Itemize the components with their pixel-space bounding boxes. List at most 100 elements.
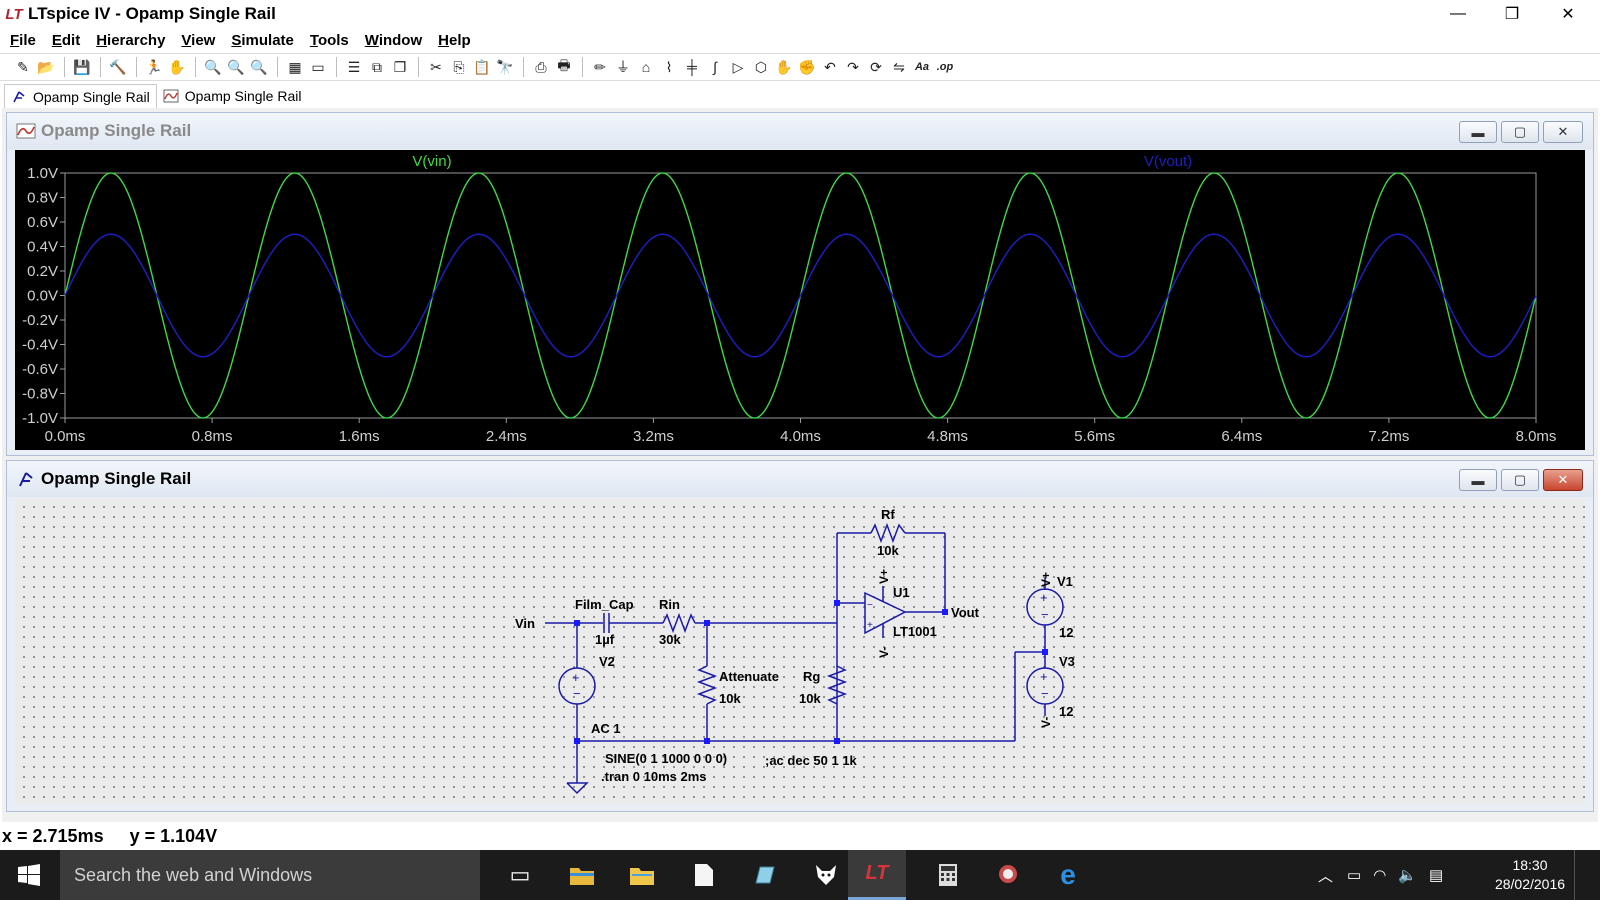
paint-icon[interactable] xyxy=(736,850,792,900)
circuit-diagram[interactable]: + − + − + − − + Vin Vout Film_Cap 1 xyxy=(15,498,1585,804)
opamp-u1[interactable] xyxy=(864,591,907,635)
series-line-vout[interactable] xyxy=(64,233,1537,358)
halt-icon[interactable]: ✋ xyxy=(168,58,186,75)
snipping-tool-icon[interactable] xyxy=(980,850,1036,900)
menu-help[interactable]: Help xyxy=(438,31,471,49)
waveform-minimize-button[interactable]: ▬ xyxy=(1459,121,1497,143)
run-icon[interactable]: 🏃 xyxy=(145,58,163,75)
autorange-icon[interactable]: ▦ xyxy=(288,58,302,75)
diode-icon[interactable]: ▷ xyxy=(732,58,744,75)
rf-resistor[interactable] xyxy=(870,522,906,544)
x-tick-label: 8.0ms xyxy=(1516,428,1557,445)
ground-icon[interactable]: ⏚ xyxy=(616,59,630,75)
waveform-chart[interactable]: 1.0V0.8V0.6V0.4V0.2V0.0V-0.2V-0.4V-0.6V-… xyxy=(15,150,1585,450)
rotate-icon[interactable]: ⟳ xyxy=(870,58,882,75)
new-schematic-icon[interactable]: ✎ xyxy=(17,58,29,75)
battery-icon[interactable]: ▭ xyxy=(1347,867,1362,884)
waveform-window-titlebar[interactable]: Opamp Single Rail xyxy=(7,113,1593,149)
schematic-canvas[interactable]: + − + − + − − + Vin Vout Film_Cap 1 xyxy=(15,498,1585,804)
waveform-maximize-button[interactable]: ▢ xyxy=(1501,121,1539,143)
attenuate-name: Attenuate xyxy=(719,669,779,684)
attenuate-resistor[interactable] xyxy=(696,665,718,705)
menu-simulate[interactable]: Simulate xyxy=(231,31,294,49)
wifi-icon[interactable]: ◠ xyxy=(1373,867,1387,884)
menu-file[interactable]: File xyxy=(10,31,36,49)
waveform-icon xyxy=(15,120,37,142)
tran-directive[interactable]: .tran 0 10ms 2ms xyxy=(601,769,707,784)
close-button[interactable]: ✕ xyxy=(1561,6,1575,23)
schematic-minimize-button[interactable]: ▬ xyxy=(1459,469,1497,491)
show-hidden-icons-icon[interactable]: ︿ xyxy=(1318,867,1334,885)
menu-hierarchy[interactable]: Hierarchy xyxy=(96,31,166,49)
tile-horizontal-icon[interactable]: ☰ xyxy=(347,58,361,75)
rg-resistor[interactable] xyxy=(826,665,848,705)
zoom-out-icon[interactable]: 🔍 xyxy=(250,58,268,75)
undo-icon[interactable]: ↶ xyxy=(824,58,836,75)
menu-window[interactable]: Window xyxy=(364,31,423,49)
edge-icon[interactable]: e xyxy=(1060,859,1076,890)
v3-minus-sign: − xyxy=(1041,686,1049,701)
component-icon[interactable]: ⬡ xyxy=(754,58,768,75)
menu-edit[interactable]: Edit xyxy=(51,31,81,49)
tile-vertical-icon[interactable]: ⧉ xyxy=(372,58,382,75)
resistor-icon[interactable]: ⌇ xyxy=(665,58,673,75)
menu-tools[interactable]: Tools xyxy=(309,31,349,49)
search-box[interactable]: Search the web and Windows xyxy=(60,850,480,900)
fox-app-icon[interactable] xyxy=(798,850,854,900)
move-icon[interactable]: ✋ xyxy=(775,58,793,75)
mirror-icon[interactable]: ⇋ xyxy=(893,58,905,75)
menu-view[interactable]: View xyxy=(181,31,216,49)
control-panel-icon[interactable]: 🔨 xyxy=(109,58,127,75)
v3-value: 12 xyxy=(1059,704,1073,719)
task-view-icon[interactable]: ▭ xyxy=(509,862,531,887)
print-icon[interactable]: 🖶 xyxy=(557,57,571,73)
ac-directive[interactable]: ;ac dec 50 1 1k xyxy=(765,753,858,768)
pan-icon[interactable]: 🔍 xyxy=(227,58,245,75)
copy-icon[interactable]: ⎘ xyxy=(453,58,465,75)
action-center-icon[interactable]: ▤ xyxy=(1428,867,1444,884)
v2-sine-label: SINE(0 1 1000 0 0 0) xyxy=(605,751,727,766)
redo-icon[interactable]: ↷ xyxy=(847,58,859,75)
document-icon[interactable] xyxy=(676,850,732,900)
drag-icon[interactable]: ✊ xyxy=(798,58,816,75)
label-net-icon[interactable]: ⌂ xyxy=(641,59,651,75)
capacitor-icon[interactable]: ╪ xyxy=(687,59,697,75)
cascade-icon[interactable]: ❐ xyxy=(393,58,407,75)
rin-resistor[interactable] xyxy=(662,612,696,634)
spice-directive-icon[interactable]: .op xyxy=(936,61,954,73)
maximize-button[interactable]: ❐ xyxy=(1504,6,1520,23)
legend-vout[interactable]: V(vout) xyxy=(1144,153,1192,170)
taskbar-clock[interactable]: 18:30 28/02/2016 xyxy=(1490,856,1570,894)
print-setup-icon[interactable]: ⎙ xyxy=(535,58,547,75)
y-tick-label: 0.2V xyxy=(27,263,58,280)
text-icon[interactable]: Aa xyxy=(914,61,930,73)
paste-icon[interactable]: 📋 xyxy=(473,58,491,75)
cut-icon[interactable]: ✂ xyxy=(430,58,442,75)
file-explorer-icon[interactable] xyxy=(554,850,610,900)
volume-icon[interactable]: 🔈 xyxy=(1398,867,1417,884)
x-tick-label: 3.2ms xyxy=(633,428,674,445)
schematic-maximize-button[interactable]: ▢ xyxy=(1501,469,1539,491)
zoom-fit-icon[interactable]: ▭ xyxy=(311,58,325,75)
tab-schematic[interactable]: Opamp Single Rail xyxy=(4,84,157,108)
status-bar: x = 2.715ms y = 1.104V xyxy=(0,822,1600,850)
open-icon[interactable]: 📂 xyxy=(37,58,55,75)
ltspice-icon[interactable]: LT xyxy=(848,850,906,900)
schematic-close-button[interactable]: ✕ xyxy=(1543,469,1583,491)
zoom-in-icon[interactable]: 🔍 xyxy=(204,58,222,75)
minimize-button[interactable]: — xyxy=(1450,5,1466,22)
save-icon[interactable]: 💾 xyxy=(73,58,91,75)
legend-vin[interactable]: V(vin) xyxy=(412,153,451,170)
show-desktop-button[interactable] xyxy=(1574,850,1596,900)
schematic-window-titlebar[interactable]: Opamp Single Rail xyxy=(7,461,1593,497)
start-button[interactable] xyxy=(0,850,58,900)
tab-waveform[interactable]: Opamp Single Rail xyxy=(157,84,308,108)
inductor-icon[interactable]: ∫ xyxy=(713,59,717,75)
wire-icon[interactable]: ✏ xyxy=(594,58,606,75)
calculator-icon[interactable] xyxy=(920,850,976,900)
folder-icon[interactable] xyxy=(614,850,670,900)
find-icon[interactable]: 🔭 xyxy=(496,58,514,75)
waveform-close-button[interactable]: ✕ xyxy=(1543,121,1583,143)
